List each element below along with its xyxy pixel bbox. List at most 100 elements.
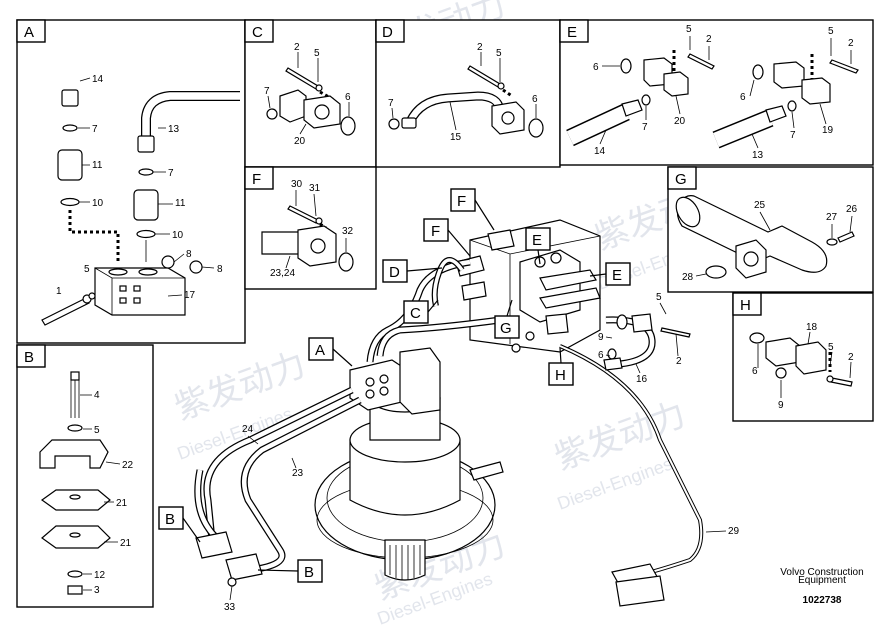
svg-text:32: 32 [342,226,354,237]
svg-text:23: 23 [292,468,304,479]
svg-text:5: 5 [656,292,662,303]
svg-text:F: F [457,193,466,210]
svg-text:7: 7 [790,130,796,141]
svg-text:27: 27 [826,212,838,223]
svg-text:5: 5 [496,48,502,59]
svg-text:14: 14 [92,74,104,85]
panel-a-labels: 14 7 11 10 13 7 11 10 8 8 5 1 17 [56,74,223,301]
svg-text:7: 7 [642,122,648,133]
svg-text:9: 9 [778,400,784,411]
panel-d-letter: D [382,24,393,41]
svg-text:13: 13 [752,150,764,161]
panel-h-letter: H [740,297,751,314]
svg-text:H: H [555,367,566,384]
panel-d: D 2 5 7 15 6 [375,19,561,168]
svg-text:23,24: 23,24 [270,268,295,279]
panel-b-letter: B [24,349,34,366]
svg-text:24: 24 [242,424,254,435]
svg-text:4: 4 [94,390,100,401]
main-labels: 5 9 6 2 16 24 23 29 33 [224,292,740,613]
svg-text:8: 8 [186,249,192,260]
panel-c-letter: C [252,24,263,41]
svg-text:22: 22 [122,460,134,471]
svg-text:20: 20 [294,136,306,147]
svg-text:D: D [389,264,400,281]
svg-text:30: 30 [291,179,303,190]
panel-a: A 14 7 11 10 13 [16,19,246,344]
svg-text:G: G [500,320,512,337]
svg-text:E: E [532,232,542,249]
svg-text:5: 5 [314,48,320,59]
svg-text:15: 15 [450,132,462,143]
svg-text:B: B [165,511,175,528]
svg-text:33: 33 [224,602,236,613]
panel-g: G 25 27 26 28 [667,166,874,293]
svg-text:14: 14 [594,146,606,157]
svg-text:3: 3 [94,585,100,596]
svg-text:5: 5 [686,24,692,35]
svg-text:6: 6 [598,350,604,361]
svg-text:6: 6 [740,92,746,103]
svg-text:9: 9 [598,332,604,343]
svg-text:5: 5 [94,425,100,436]
svg-text:5: 5 [828,342,834,353]
drawing-number: 1022738 [803,595,842,606]
svg-text:7: 7 [168,168,174,179]
svg-text:7: 7 [92,124,98,135]
main-assembly [194,219,704,607]
svg-text:2: 2 [676,356,682,367]
svg-text:12: 12 [94,570,106,581]
svg-text:A: A [315,342,325,359]
svg-text:13: 13 [168,124,180,135]
svg-text:2: 2 [294,42,300,53]
svg-text:5: 5 [828,26,834,37]
svg-text:19: 19 [822,125,834,136]
footer-brand-line2: Equipment [798,575,846,586]
svg-text:20: 20 [674,116,686,127]
footer-brand: Volvo Construction [780,567,863,578]
svg-text:11: 11 [175,198,186,209]
svg-text:2: 2 [706,34,712,45]
footer: Volvo Construction Equipment 1022738 [780,567,863,606]
svg-text:C: C [410,305,421,322]
svg-text:21: 21 [120,538,132,549]
svg-text:17: 17 [184,290,196,301]
svg-text:18: 18 [806,322,818,333]
svg-text:6: 6 [752,366,758,377]
panel-a-letter: A [24,24,34,41]
svg-text:1: 1 [56,286,62,297]
svg-text:6: 6 [345,92,351,103]
svg-text:11: 11 [92,160,103,171]
svg-text:26: 26 [846,204,858,215]
main-callouts: F F E D E C G A H B B [158,188,631,583]
svg-text:10: 10 [172,230,184,241]
svg-text:5: 5 [84,264,90,275]
svg-text:8: 8 [217,264,223,275]
panel-h: H 18 6 5 2 9 [732,292,874,422]
svg-text:29: 29 [728,526,740,537]
svg-text:10: 10 [92,198,104,209]
svg-text:31: 31 [309,183,321,194]
svg-text:6: 6 [593,62,599,73]
svg-text:6: 6 [532,94,538,105]
svg-text:2: 2 [477,42,483,53]
panel-c: C 2 5 7 6 20 [244,19,377,168]
svg-text:28: 28 [682,272,694,283]
panel-f: F 30 31 32 23,24 [244,166,377,290]
svg-text:25: 25 [754,200,766,211]
svg-text:2: 2 [848,38,854,49]
svg-text:B: B [304,564,314,581]
panel-e-letter: E [567,24,577,41]
svg-text:7: 7 [388,98,394,109]
svg-text:2: 2 [848,352,854,363]
svg-text:16: 16 [636,374,648,385]
panel-b: B 4 5 22 21 21 12 3 [16,344,154,608]
svg-text:E: E [612,267,622,284]
panel-e: E 5 2 5 2 6 20 7 14 6 7 19 13 [559,19,874,166]
svg-text:21: 21 [116,498,128,509]
svg-text:F: F [431,223,440,240]
panel-f-letter: F [252,171,261,188]
panel-g-letter: G [675,171,687,188]
svg-text:7: 7 [264,86,270,97]
